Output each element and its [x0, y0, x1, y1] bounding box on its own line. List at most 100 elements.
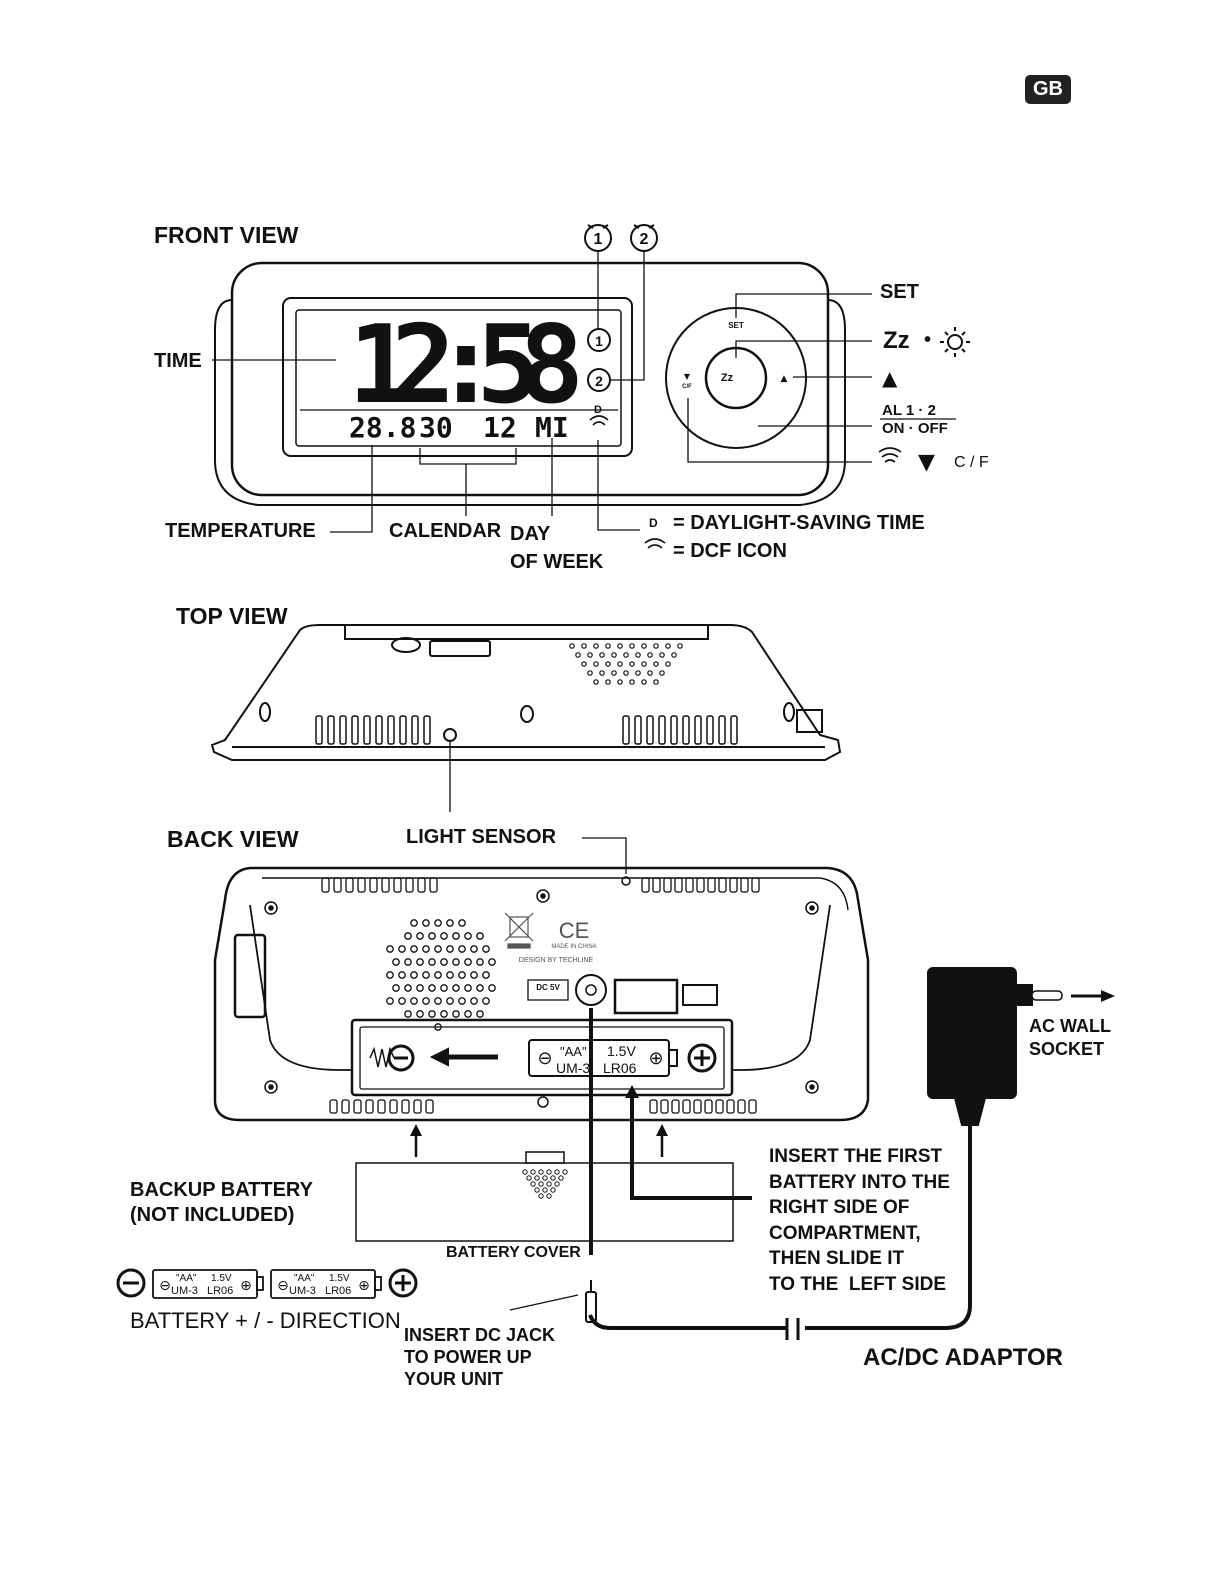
speaker-hole — [593, 643, 599, 649]
speaker-hole — [452, 1010, 460, 1018]
speaker-hole — [416, 958, 424, 966]
vent-slot — [694, 715, 702, 745]
speaker-hole — [464, 984, 472, 992]
grip-dot — [546, 1169, 552, 1175]
battery-cover-grip — [522, 1169, 568, 1199]
label-ac-wall: AC WALL SOCKET — [1029, 1016, 1111, 1059]
speaker-hole — [611, 670, 617, 676]
label-dst: = DAYLIGHT-SAVING TIME — [673, 512, 925, 534]
speaker-hole — [428, 932, 436, 940]
vent-slot — [693, 1099, 702, 1114]
lcd-dcf-icon — [589, 415, 609, 426]
speaker-hole — [659, 670, 665, 676]
label-light-sensor: LIGHT SENSOR — [406, 826, 557, 848]
grip-dot — [534, 1175, 540, 1181]
speaker-hole — [593, 661, 599, 667]
vent-slot — [389, 1099, 398, 1114]
speaker-hole — [470, 997, 478, 1005]
speaker-hole — [587, 652, 593, 658]
knob-snooze-text[interactable]: Zz — [721, 372, 734, 384]
light-sensor-leader — [582, 837, 627, 874]
speaker-hole — [404, 932, 412, 940]
label-up: ▲ — [882, 366, 898, 390]
speaker-hole — [569, 643, 575, 649]
lcd-alarm-icon-1 — [587, 328, 611, 352]
label-adaptor: AC/DC ADAPTOR — [863, 1344, 1064, 1371]
speaker-hole — [398, 945, 406, 953]
vent-slot — [718, 715, 726, 745]
vent-slot — [429, 877, 438, 893]
vent-slot — [715, 1099, 724, 1114]
label-cf: C / F — [954, 454, 989, 471]
compartment-battery-lr: LR06 — [603, 1060, 637, 1076]
vent-slot — [696, 877, 705, 893]
grip-dot — [554, 1181, 560, 1187]
knob-cf-text[interactable]: C/F — [682, 384, 692, 390]
speaker-hole — [386, 971, 394, 979]
direction-battery-2 — [270, 1269, 382, 1299]
svg-text:⊕: ⊕ — [358, 1278, 370, 1294]
speaker-hole — [647, 670, 653, 676]
speaker-hole — [629, 643, 635, 649]
vent-slot — [351, 715, 359, 745]
speaker-hole — [416, 1010, 424, 1018]
speaker-hole — [434, 1023, 442, 1031]
knob-up-text[interactable]: ▲ — [781, 374, 788, 384]
speaker-hole — [611, 652, 617, 658]
lcd-month: 12 — [483, 411, 517, 444]
speaker-hole — [446, 919, 454, 927]
label-snooze-dot: • — [924, 329, 932, 351]
vent-slot — [660, 1099, 669, 1114]
knob-set-text[interactable]: SET — [728, 321, 744, 330]
knob-down-text[interactable]: ▼ — [684, 372, 691, 381]
vent-slot — [329, 1099, 338, 1114]
plus-terminal-icon — [687, 1043, 717, 1073]
adaptor-cable — [805, 1125, 972, 1330]
lcd-alarm-label-1: 1 — [595, 333, 603, 349]
vent-slot — [652, 877, 661, 893]
speaker-hole — [653, 679, 659, 685]
vent-slot — [339, 715, 347, 745]
vent-slot — [670, 715, 678, 745]
dc-jack-socket — [575, 974, 607, 1006]
top-speaker-holes — [569, 643, 683, 685]
speaker-hole — [416, 932, 424, 940]
speaker-hole — [599, 670, 605, 676]
lcd-alarm-icon-2 — [587, 368, 611, 392]
label-time: TIME — [154, 350, 202, 372]
speaker-hole — [410, 945, 418, 953]
vent-slot — [357, 877, 366, 893]
speaker-hole — [404, 1010, 412, 1018]
vent-slot — [327, 715, 335, 745]
speaker-hole — [647, 652, 653, 658]
lcd-weekday: MI — [535, 411, 569, 444]
lcd-temperature: 28.8 — [349, 411, 416, 444]
vent-slot — [333, 877, 342, 893]
speaker-hole — [428, 984, 436, 992]
vent-slot — [641, 877, 650, 893]
ac-adaptor — [927, 967, 1063, 1126]
speaker-hole — [452, 932, 460, 940]
vent-slot — [682, 1099, 691, 1114]
label-calendar: CALENDAR — [389, 520, 502, 542]
label-insert-dc: INSERT DC JACK TO POWER UP YOUR UNIT — [404, 1325, 556, 1389]
label-battery-cover: BATTERY COVER — [446, 1244, 581, 1261]
dc-label-box — [527, 979, 569, 1001]
alarm-label-1: 1 — [594, 231, 603, 248]
speaker-hole — [605, 643, 611, 649]
speaker-hole — [617, 679, 623, 685]
svg-text:⊖: ⊖ — [277, 1278, 289, 1294]
battery-cover — [355, 1151, 734, 1242]
speaker-hole — [593, 679, 599, 685]
label-insert-first: INSERT THE FIRST BATTERY INTO THE RIGHT … — [769, 1146, 950, 1295]
dir-bat2-lr: LR06 — [325, 1285, 351, 1297]
speaker-hole — [386, 997, 394, 1005]
speaker-hole — [476, 932, 484, 940]
speaker-hole — [635, 652, 641, 658]
vent-slot — [353, 1099, 362, 1114]
label-snooze: Zz — [883, 327, 910, 354]
svg-text:⊕: ⊕ — [240, 1278, 252, 1294]
speaker-hole — [581, 643, 587, 649]
speaker-hole — [434, 997, 442, 1005]
